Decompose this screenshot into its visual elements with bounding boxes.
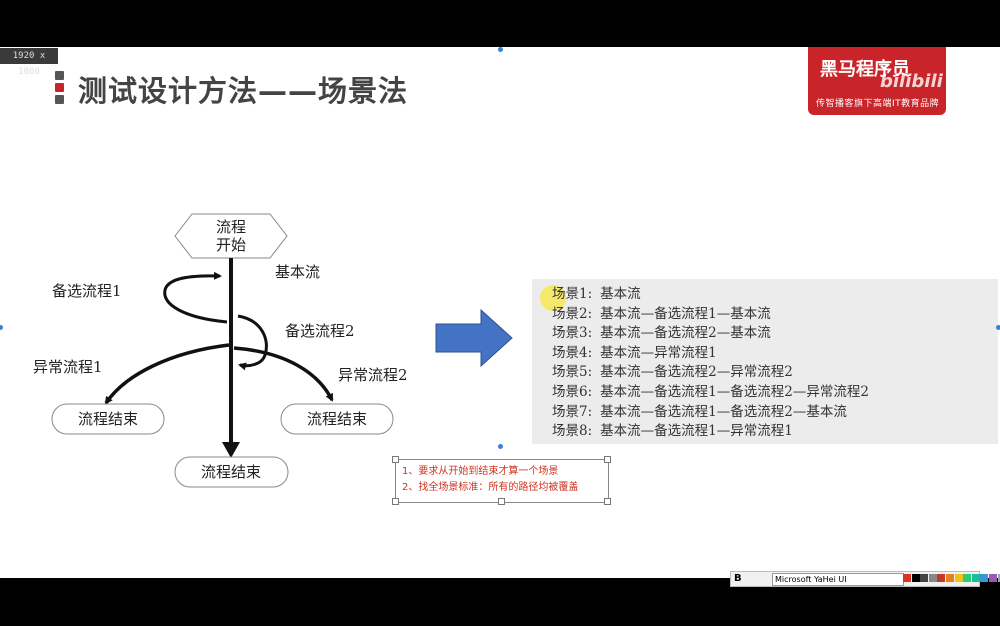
color-swatch[interactable] — [920, 574, 929, 582]
color-swatch[interactable] — [937, 574, 946, 582]
scenario-path: 基本流—备选流程1—备选流程2—基本流 — [600, 403, 847, 420]
title-marks — [55, 71, 64, 107]
scenario-label: 场景2: — [552, 305, 593, 322]
notes-textbox[interactable]: 1、要求从开始到结束才算一个场景 2、找全场景标准：所有的路径均被覆盖 — [395, 459, 609, 503]
start-label-2: 开始 — [216, 236, 246, 254]
selection-dot-right[interactable] — [996, 325, 1000, 330]
scenario-path: 基本流—备选流程1—基本流 — [600, 305, 771, 322]
scenario-label: 场景7: — [552, 403, 593, 420]
color-swatch[interactable] — [954, 574, 963, 582]
scenario-label: 场景8: — [552, 423, 593, 440]
resize-handle-bl[interactable] — [392, 498, 399, 505]
font-name-box[interactable]: Microsoft YaHei UI — [772, 573, 904, 586]
end-node-right — [280, 403, 394, 435]
scenario-row: 场景1: 基本流 — [552, 285, 869, 305]
color-swatch[interactable] — [980, 574, 989, 582]
selection-dot-bottom[interactable] — [498, 444, 503, 449]
resize-handle-tr[interactable] — [604, 456, 611, 463]
logo-main-text: 黑马程序员 — [820, 59, 910, 80]
title-mark-2 — [55, 83, 64, 92]
bold-button[interactable]: B — [734, 573, 742, 584]
scenario-list: 场景1: 基本流场景2: 基本流—备选流程1—基本流场景3: 基本流—备选流程2—基本… — [552, 285, 869, 442]
alt2-curve-arrow — [237, 314, 268, 371]
exc1-arrow — [104, 343, 230, 405]
end-node-bottom — [174, 456, 289, 488]
scenario-path: 基本流—异常流程1 — [600, 344, 717, 361]
resize-handle-tl[interactable] — [392, 456, 399, 463]
basic-flow-arrowhead — [222, 442, 240, 458]
alt1-loop-arrow — [163, 271, 228, 324]
exc2-label: 异常流程2 — [338, 366, 408, 384]
title-mark-3 — [55, 95, 64, 104]
exc2-arrow — [233, 346, 334, 402]
end-right-label: 流程结束 — [307, 410, 367, 428]
brand-logo: 黑马程序员 bilibili 传智播客旗下高端IT教育品牌 — [808, 47, 946, 115]
title-mark-1 — [55, 71, 64, 80]
color-swatch[interactable] — [963, 574, 972, 582]
slide-title[interactable]: 测试设计方法——场景法 — [78, 74, 409, 108]
end-bottom-label: 流程结束 — [201, 463, 261, 481]
scenario-row: 场景2: 基本流—备选流程1—基本流 — [552, 305, 869, 325]
scenario-path: 基本流—备选流程1—备选流程2—异常流程2 — [600, 383, 869, 400]
color-swatch[interactable] — [911, 574, 920, 582]
color-swatch[interactable] — [928, 574, 937, 582]
color-swatch[interactable] — [903, 574, 911, 582]
scenario-path: 基本流 — [600, 286, 641, 302]
start-label-1: 流程 — [216, 218, 246, 236]
color-swatch[interactable] — [989, 574, 997, 582]
note-1: 1、要求从开始到结束才算一个场景 — [402, 466, 559, 477]
end-node-left — [51, 403, 165, 435]
basic-flow-label: 基本流 — [275, 263, 320, 281]
scenario-label: 场景3: — [552, 325, 593, 342]
resize-handle-br[interactable] — [604, 498, 611, 505]
scenario-label: 场景4: — [552, 344, 593, 361]
start-node — [174, 213, 288, 259]
scenario-row: 场景6: 基本流—备选流程1—备选流程2—异常流程2 — [552, 383, 869, 403]
alt1-label: 备选流程1 — [52, 282, 122, 300]
note-2: 2、找全场景标准：所有的路径均被覆盖 — [402, 482, 579, 493]
color-swatch[interactable] — [971, 574, 980, 582]
end-left-label: 流程结束 — [78, 410, 138, 428]
scenario-path: 基本流—备选流程1—异常流程1 — [600, 423, 793, 440]
resolution-label: 1920 x 1080 — [0, 48, 58, 77]
exc1-label: 异常流程1 — [33, 358, 103, 376]
top-letterbox — [0, 0, 1000, 47]
scenario-path: 基本流—备选流程2—异常流程2 — [600, 364, 793, 381]
logo-subtitle: 传智播客旗下高端IT教育品牌 — [816, 99, 940, 109]
scenario-panel[interactable] — [532, 279, 998, 444]
blue-right-arrow — [435, 308, 513, 368]
scenario-label: 场景6: — [552, 383, 593, 400]
format-toolbar: B Microsoft YaHei UI — [730, 571, 1000, 587]
scenario-label: 场景1: — [552, 286, 593, 302]
alt2-label: 备选流程2 — [285, 322, 355, 340]
scenario-row: 场景8: 基本流—备选流程1—异常流程1 — [552, 422, 869, 442]
color-swatch[interactable] — [946, 574, 954, 582]
resize-handle-bm[interactable] — [498, 498, 505, 505]
scenario-row: 场景4: 基本流—异常流程1 — [552, 344, 869, 364]
scenario-path: 基本流—备选流程2—基本流 — [600, 325, 771, 342]
scenario-label: 场景5: — [552, 364, 593, 381]
color-swatch[interactable] — [997, 574, 1000, 582]
cursor-highlight — [540, 285, 566, 311]
scenario-row: 场景7: 基本流—备选流程1—备选流程2—基本流 — [552, 403, 869, 423]
scenario-row: 场景3: 基本流—备选流程2—基本流 — [552, 324, 869, 344]
selection-dot-left[interactable] — [0, 325, 3, 330]
bilibili-watermark: bilibili — [880, 71, 943, 92]
selection-dot-top[interactable] — [498, 47, 503, 52]
scenario-row: 场景5: 基本流—备选流程2—异常流程2 — [552, 363, 869, 383]
